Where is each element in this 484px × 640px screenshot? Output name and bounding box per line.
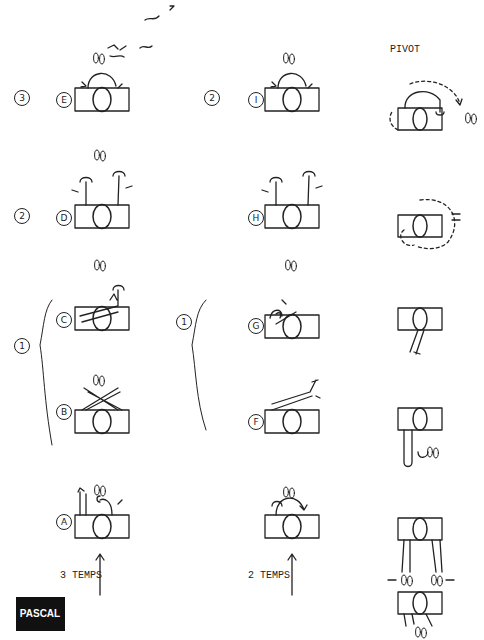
circled-mark: 1 xyxy=(176,314,192,330)
circled-mark: D xyxy=(56,210,72,226)
circled-mark: C xyxy=(56,312,72,328)
circled-mark: 1 xyxy=(14,338,30,354)
circled-mark: 2 xyxy=(204,90,220,106)
circled-mark: F xyxy=(248,414,264,430)
step-mark: B xyxy=(61,408,67,417)
step-mark: 1 xyxy=(19,342,25,351)
circled-mark: 3 xyxy=(14,90,30,106)
step-mark: 2 xyxy=(19,212,25,221)
step-mark: 3 xyxy=(19,94,25,103)
step-mark: G xyxy=(253,322,260,331)
step-mark: A xyxy=(61,518,67,527)
circled-mark: I xyxy=(248,92,264,108)
section-title: PIVOT xyxy=(390,44,420,55)
count-label: 2 TEMPS xyxy=(248,570,290,581)
circled-mark: E xyxy=(56,92,72,108)
count-label: 3 TEMPS xyxy=(60,570,102,581)
circled-mark: 2 xyxy=(14,208,30,224)
step-mark: F xyxy=(253,418,258,427)
step-mark: H xyxy=(253,214,260,223)
step-mark: D xyxy=(61,214,68,223)
step-mark: E xyxy=(61,96,67,105)
step-mark: C xyxy=(61,316,67,325)
logo-badge: PASCAL xyxy=(16,597,65,631)
step-mark: 1 xyxy=(181,318,187,327)
step-mark: 2 xyxy=(209,94,215,103)
step-mark: I xyxy=(255,96,258,105)
circled-mark: H xyxy=(248,210,264,226)
circled-mark: G xyxy=(248,318,264,334)
logo-text: PASCAL xyxy=(20,609,60,619)
circled-mark: A xyxy=(56,514,72,530)
circled-mark: B xyxy=(56,404,72,420)
